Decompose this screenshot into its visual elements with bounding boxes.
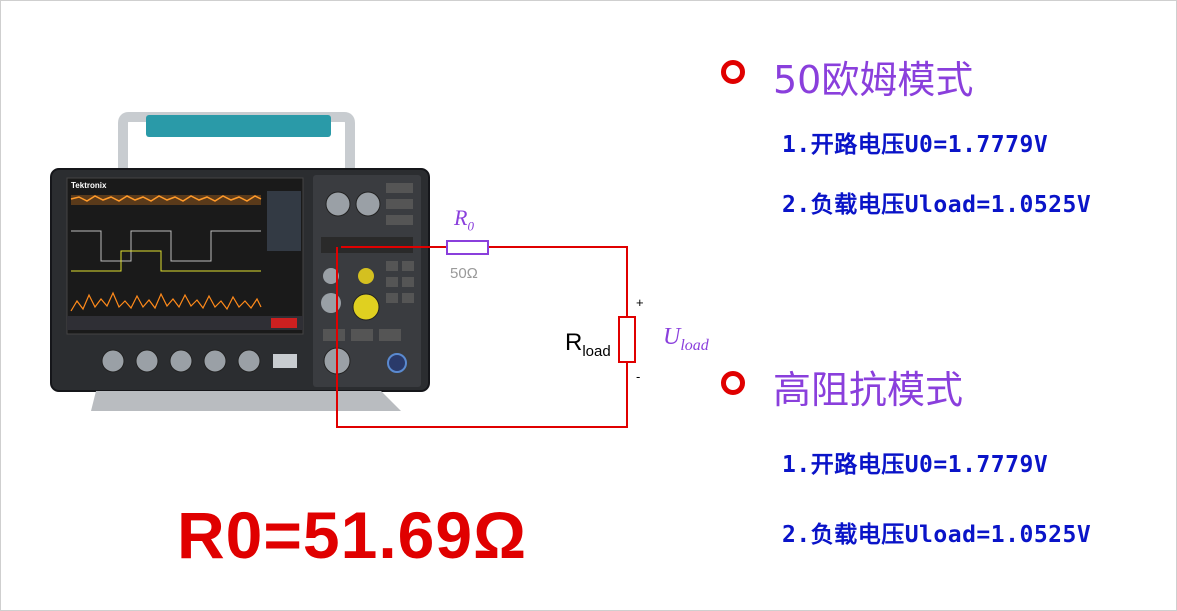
channel-connector-2 — [135, 349, 159, 373]
panel-btn-d — [323, 329, 345, 341]
knob-6 — [352, 293, 380, 321]
section-1-title: 50欧姆模式 — [773, 58, 974, 102]
r0-label-main: R — [454, 205, 468, 230]
usb-port — [273, 354, 297, 368]
panel-key-2 — [402, 261, 414, 271]
minus-sign: - — [636, 369, 641, 384]
channel-connector-5 — [237, 349, 261, 373]
knob-2 — [355, 191, 381, 217]
panel-strip — [321, 237, 413, 253]
panel-key-4 — [402, 277, 414, 287]
rload-label-sub: load — [582, 342, 611, 360]
panel-key-1 — [386, 261, 398, 271]
section-1-item-1: 1.开路电压U0=1.7779V — [782, 132, 1049, 158]
trace-fft — [70, 291, 262, 312]
r0-value-label: 50Ω — [450, 265, 478, 282]
channel-connector-3 — [169, 349, 193, 373]
channel-connector-4 — [203, 349, 227, 373]
plus-sign: + — [636, 295, 644, 310]
rload-label: Rload — [565, 329, 611, 360]
panel-btn-c — [386, 215, 413, 225]
uload-label-main: U — [663, 324, 681, 350]
section-2-title: 高阻抗模式 — [773, 368, 964, 412]
panel-btn-f — [379, 329, 401, 341]
panel-btn-e — [351, 329, 373, 341]
trace-gray — [71, 230, 261, 262]
uload-label-sub: load — [680, 336, 709, 354]
handle-grip — [146, 115, 331, 137]
screen-red-badge — [271, 318, 297, 328]
rload-label-main: R — [565, 329, 583, 356]
screen-bottom-bar — [67, 316, 303, 330]
knob-4 — [358, 268, 374, 284]
wire-top-right — [488, 246, 628, 317]
section-1-item-2: 2.负载电压Uload=1.0525V — [782, 192, 1092, 218]
wire-bottom — [336, 247, 628, 428]
result-r0: R0=51.69Ω — [177, 498, 527, 572]
r0-label-sub: 0 — [467, 218, 474, 234]
section-1-marker — [721, 60, 745, 84]
scope-brand-text: Tektronix — [71, 181, 107, 190]
scope-base — [91, 391, 401, 411]
knob-3 — [323, 268, 339, 284]
panel-key-6 — [402, 293, 414, 303]
panel-key-3 — [386, 277, 398, 287]
panel-btn-a — [386, 183, 413, 193]
r0-label: R0 — [454, 205, 474, 234]
oscilloscope-illustration: Tektronix — [50, 112, 430, 411]
panel-key-5 — [386, 293, 398, 303]
screen-side-panel — [267, 191, 301, 251]
trace-orange — [70, 195, 262, 202]
power-button — [387, 353, 407, 373]
knob-1 — [325, 191, 351, 217]
section-2-item-1: 1.开路电压U0=1.7779V — [782, 452, 1049, 478]
trace-yellow — [71, 250, 261, 272]
panel-btn-b — [386, 199, 413, 209]
uload-label: Uload — [663, 324, 709, 355]
resistor-r0 — [446, 240, 489, 255]
resistor-rload — [618, 316, 636, 363]
scope-handle — [118, 112, 355, 171]
section-2-marker — [721, 371, 745, 395]
channel-connector-1 — [101, 349, 125, 373]
section-2-item-2: 2.负载电压Uload=1.0525V — [782, 522, 1092, 548]
